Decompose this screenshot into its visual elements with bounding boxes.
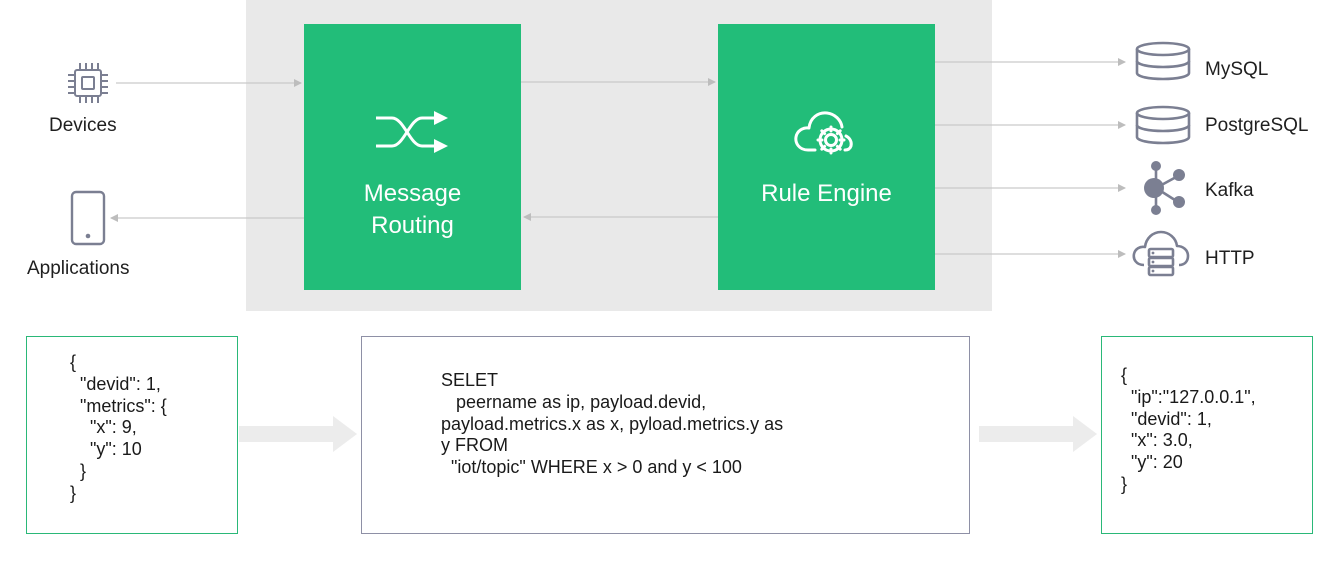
sql-rule-code: SELET peername as ip, payload.devid, pay…: [441, 370, 784, 478]
output-payload-box: { "ip":"127.0.0.1", "devid": 1, "x": 3.0…: [1101, 336, 1313, 534]
applications-label: Applications: [27, 258, 130, 279]
message-routing-box: Message Routing: [304, 24, 521, 290]
cloud-server-icon: [1132, 230, 1190, 277]
message-routing-label: Message Routing: [363, 180, 462, 239]
postgresql-label: PostgreSQL: [1205, 115, 1309, 136]
rule-engine-label: Rule Engine: [761, 180, 892, 207]
rule-engine-box: Rule Engine: [718, 24, 935, 290]
network-nodes-icon: [1144, 161, 1185, 215]
mysql-label: MySQL: [1205, 59, 1269, 80]
kafka-label: Kafka: [1205, 180, 1254, 201]
cloud-gear-icon: [794, 111, 853, 155]
database-icon: [1135, 41, 1191, 81]
chip-icon: [68, 63, 108, 103]
right-arrow-icon: [979, 416, 1097, 452]
http-label: HTTP: [1205, 248, 1255, 269]
input-payload-code: { "devid": 1, "metrics": { "x": 9, "y": …: [70, 352, 167, 503]
database-icon: [1135, 105, 1191, 145]
phone-icon: [70, 190, 106, 246]
sql-rule-box: SELET peername as ip, payload.devid, pay…: [361, 336, 970, 534]
input-payload-box: { "devid": 1, "metrics": { "x": 9, "y": …: [26, 336, 238, 534]
output-payload-code: { "ip":"127.0.0.1", "devid": 1, "x": 3.0…: [1121, 365, 1256, 494]
right-arrow-icon: [239, 416, 357, 452]
devices-label: Devices: [49, 115, 117, 136]
shuffle-icon: [376, 111, 448, 153]
